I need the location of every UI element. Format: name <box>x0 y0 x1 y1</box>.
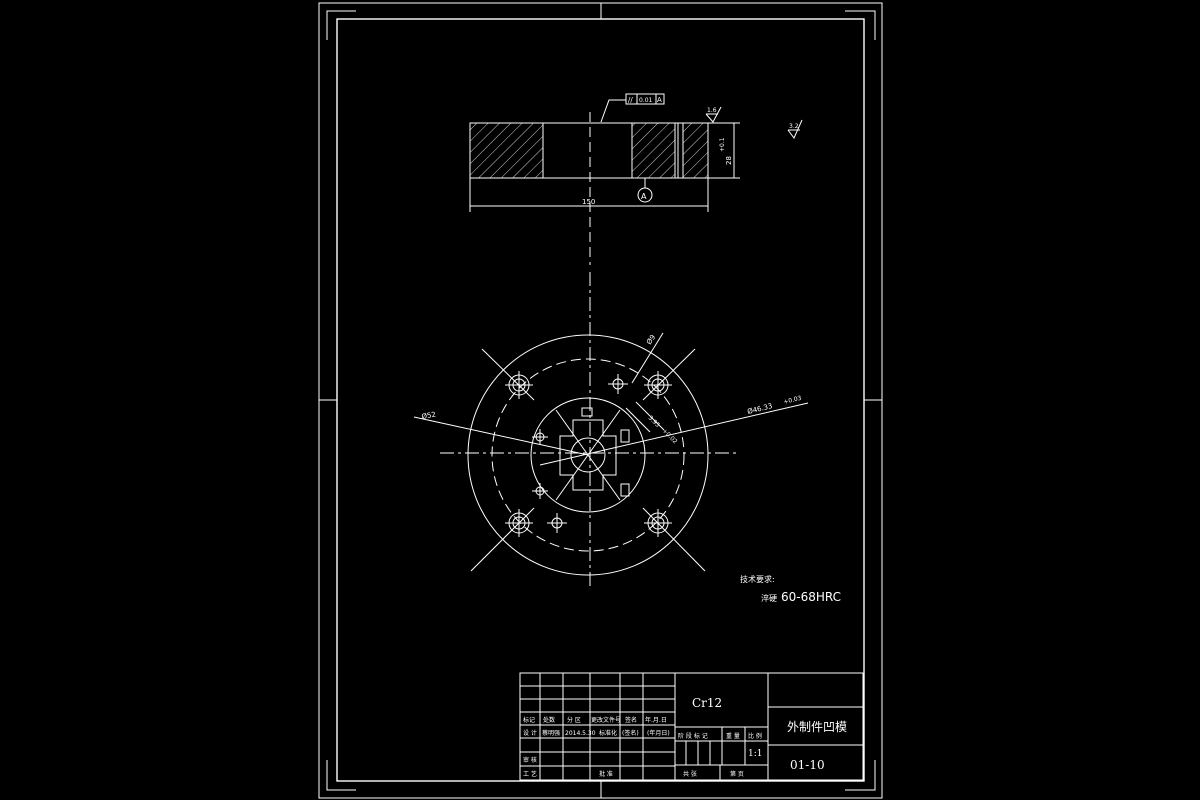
dowel-hole-upper <box>608 374 628 394</box>
part-title: 外制件凹模 <box>787 720 847 734</box>
approve-label: 批 准 <box>599 770 613 778</box>
middle-circle <box>530 397 646 513</box>
tech-heading: 技术要求: <box>740 574 775 584</box>
key-slot-top <box>581 407 593 417</box>
weight-label: 重 量 <box>726 732 740 740</box>
roughness-general-value: 3.2 <box>789 123 799 130</box>
rev-doc-header: 更改文件号 <box>591 716 621 724</box>
technical-requirements: 技术要求: 淬硬 60-68HRC <box>740 574 841 604</box>
design-label: 设 计 <box>523 729 537 737</box>
roughness-top-value: 1.6 <box>707 107 717 114</box>
diagonal-centerlines <box>470 348 706 572</box>
signature-placeholder: (签名) <box>622 729 639 737</box>
plan-view: Ø52 Ø9 Ø46.33 +0.03 3.95 +0.02 <box>413 272 809 590</box>
datum-bubble-letter: A <box>641 192 647 201</box>
tech-value: 60-68HRC <box>781 590 841 604</box>
small-hole-left-lower <box>532 483 548 499</box>
material-label: Cr12 <box>692 696 722 710</box>
thickness-tolerance: +0.1 <box>719 137 726 152</box>
sheet-number-label: 第 页 <box>730 770 744 778</box>
design-date: 2014.5.30 <box>565 730 596 737</box>
bore-dia-tolerance: +0.03 <box>783 395 803 406</box>
rev-date-header: 年.月.日 <box>645 716 667 724</box>
stage-mark-label: 阶 段 标 记 <box>678 732 708 740</box>
key-slot-right <box>620 429 630 443</box>
rev-mark-header: 标记 <box>523 716 535 724</box>
rev-count-header: 处数 <box>543 716 555 724</box>
flatness-tolerance: 0.01 <box>639 97 653 104</box>
flatness-frame: // 0.01 A <box>600 93 665 123</box>
scale-value: 1:1 <box>748 749 762 759</box>
outer-circle <box>467 334 709 576</box>
roughness-symbol-general: 3.2 <box>787 119 803 139</box>
date-placeholder: (年月日) <box>647 729 670 737</box>
section-hatch-right <box>682 122 709 179</box>
bolt-circle <box>491 358 685 552</box>
flatness-datum: A <box>657 96 662 104</box>
drawing-number: 01-10 <box>790 758 825 772</box>
total-sheets-label: 共 张 <box>683 770 697 778</box>
rev-zone-header: 分 区 <box>567 716 581 724</box>
standardization-label: 标准化 <box>599 729 617 737</box>
rev-sign-header: 签名 <box>625 716 637 724</box>
dim-bore-dia: Ø46.33 +0.03 <box>539 395 809 466</box>
thickness-value: 28 <box>725 156 733 165</box>
corner-trim-marks <box>326 10 876 791</box>
small-hole-left-upper <box>532 429 548 445</box>
key-slot-lower <box>620 483 630 497</box>
section-hatch-mid <box>631 122 676 179</box>
scale-label: 比 例 <box>748 732 762 740</box>
width-value: 150 <box>582 198 595 206</box>
tech-label: 淬硬 <box>761 593 777 603</box>
center-bore <box>570 437 606 473</box>
dowel-hole-lower <box>547 513 567 533</box>
outer-dia-label: Ø52 <box>421 411 437 421</box>
flatness-symbol: // <box>628 96 633 104</box>
section-hatch-left <box>469 122 544 179</box>
width-dimension: 150 <box>469 178 709 212</box>
designer-name: 蔡明强 <box>542 729 560 737</box>
dim-outer-dia: Ø52 <box>413 411 589 456</box>
title-block: Cr12 外制件凹模 01-10 1:1 标记 处数 分 区 更改文件号 签名 … <box>519 672 864 781</box>
central-boss <box>559 419 617 491</box>
review-label: 审 核 <box>523 756 537 764</box>
key-slot-label: 3.95 <box>647 414 662 429</box>
section-view: // 0.01 A 1.6 3.2 28 +0.1 150 <box>469 93 803 265</box>
process-label: 工 艺 <box>523 770 537 778</box>
thickness-dimension: 28 +0.1 <box>708 122 740 179</box>
roughness-symbol-top: 1.6 <box>705 106 722 123</box>
datum-bubble: A <box>637 178 653 203</box>
